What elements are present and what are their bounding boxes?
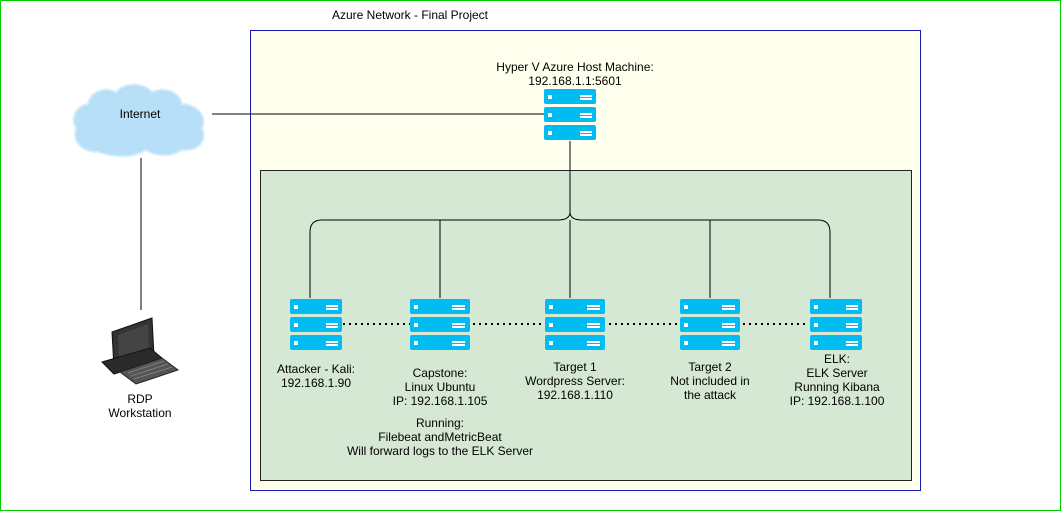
- elk-server-icon: [810, 299, 862, 350]
- capstone-note: Running: Filebeat andMetricBeat Will for…: [346, 416, 534, 458]
- attacker-label: Attacker - Kali: 192.168.1.90: [276, 362, 356, 390]
- capstone-server-icon: [410, 299, 470, 350]
- capstone-label: Capstone: Linux Ubuntu IP: 192.168.1.105: [392, 366, 488, 408]
- target2-server-icon: [680, 299, 740, 350]
- cloud-icon: [72, 83, 205, 158]
- workstation-icon: [101, 317, 180, 385]
- elk-label: ELK: ELK Server Running Kibana IP: 192.1…: [789, 352, 885, 408]
- attacker-server-icon: [290, 299, 342, 350]
- diagram-title: Azure Network - Final Project: [331, 8, 489, 22]
- subnet-bus: [309, 211, 831, 298]
- host-machine-label: Hyper V Azure Host Machine: 192.168.1.1:…: [496, 60, 654, 88]
- target2-label: Target 2 Not included in the attack: [670, 360, 750, 402]
- host-server-icon: [544, 89, 596, 140]
- rdp-workstation-label: RDP Workstation: [108, 392, 172, 420]
- target1-server-icon: [545, 299, 605, 350]
- internet-label: Internet: [119, 107, 161, 121]
- target1-label: Target 1 Wordpress Server: 192.168.1.110: [525, 360, 625, 402]
